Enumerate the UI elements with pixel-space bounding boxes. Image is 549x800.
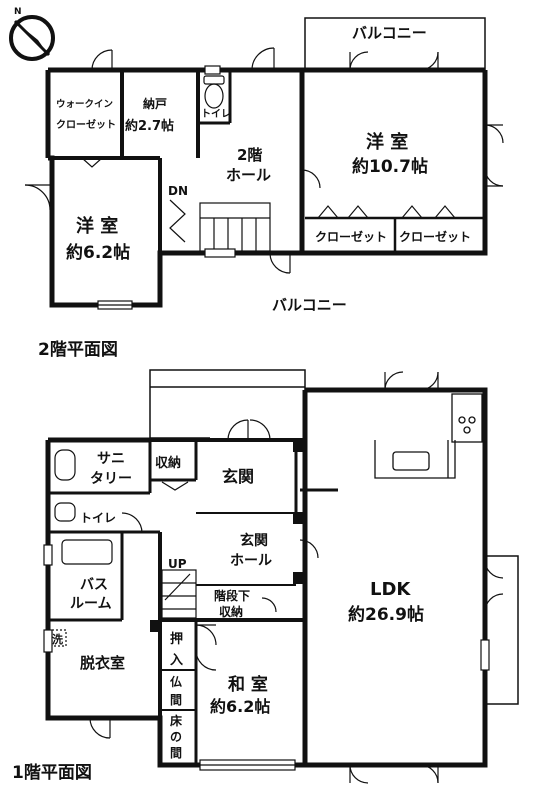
- closet-1-label: クローゼット: [315, 229, 387, 244]
- stair-storage-label-2: 収納: [219, 604, 243, 619]
- washitsu-size: 約6.2帖: [210, 697, 270, 716]
- washitsu-label: 和 室: [228, 674, 268, 695]
- floor2-plan: [24, 17, 504, 310]
- room-large-label: 洋 室: [366, 131, 408, 153]
- toilet-icon: [203, 75, 225, 109]
- closet-doors: [317, 205, 456, 219]
- storage-size: 約2.7帖: [125, 118, 174, 134]
- genkan-hall-label-2: ホール: [230, 553, 272, 569]
- genkan-hall-label-1: 玄関: [240, 532, 268, 549]
- tokonoma-label-1: 床: [170, 713, 183, 728]
- door-swings-2f: [24, 47, 504, 274]
- sanitary-label-2: タリー: [90, 471, 132, 487]
- balcony-bottom-label: バルコニー: [272, 296, 347, 314]
- oshiire-label-1: 押: [170, 631, 183, 647]
- compass-icon: [9, 15, 55, 61]
- floor1-labels: サニ タリー 収納 玄関 トイレ 玄関 ホール UP 階段下 収納 バス ルーム…: [12, 451, 424, 783]
- bath-label-2: ルーム: [70, 596, 112, 612]
- dn-label: DN: [168, 184, 188, 198]
- windows-2f: [97, 65, 236, 310]
- storage-label: 納戸: [143, 96, 167, 111]
- floor1-title: 1階平面図: [12, 763, 92, 783]
- hall-label-1: 2階: [237, 146, 262, 164]
- up-label: UP: [168, 557, 187, 571]
- toilet-label-1f: トイレ: [80, 511, 116, 525]
- floor2-title: 2階平面図: [38, 340, 118, 360]
- butsuma-label-2: 間: [170, 693, 182, 707]
- ldk-label: LDK: [370, 579, 411, 600]
- oshiire-label-2: 入: [170, 653, 183, 668]
- genkan-label: 玄関: [222, 467, 254, 486]
- stair-storage-label-1: 階段下: [214, 588, 250, 603]
- room-large-size: 約10.7帖: [352, 156, 428, 177]
- stairs-1f: [161, 569, 197, 619]
- windows-1f: [43, 544, 490, 771]
- floor2-labels: バルコニー ウォークイン クローゼット 納戸 約2.7帖 トイレ 2階 ホール …: [38, 24, 471, 360]
- door-swings-1f: [89, 371, 504, 784]
- sanitary-label-1: サニ: [97, 451, 125, 467]
- balcony-top-label: バルコニー: [352, 24, 427, 42]
- ldk-size: 約26.9帖: [348, 604, 424, 625]
- wash-label: 洗: [52, 632, 63, 646]
- closet-2-label: クローゼット: [399, 229, 471, 244]
- walkin-label-2: クローゼット: [56, 118, 116, 131]
- tokonoma-label-2: の: [170, 730, 182, 744]
- toilet-label-2f: トイレ: [201, 108, 231, 120]
- dressing-label: 脱衣室: [80, 654, 125, 672]
- shuno-label: 収納: [155, 455, 181, 471]
- kitchen: [374, 393, 483, 479]
- tokonoma-label-3: 間: [170, 746, 182, 760]
- north-label: N: [14, 7, 22, 17]
- stairs-2f: [169, 199, 271, 252]
- butsuma-label-1: 仏: [170, 675, 182, 689]
- bath-label-1: バス: [80, 577, 108, 593]
- floor1-plan: [43, 369, 519, 784]
- walkin-label-1: ウォークイン: [56, 99, 113, 110]
- hall-label-2: ホール: [226, 166, 271, 184]
- room-small-label: 洋 室: [76, 215, 118, 237]
- room-small-size: 約6.2帖: [66, 242, 130, 263]
